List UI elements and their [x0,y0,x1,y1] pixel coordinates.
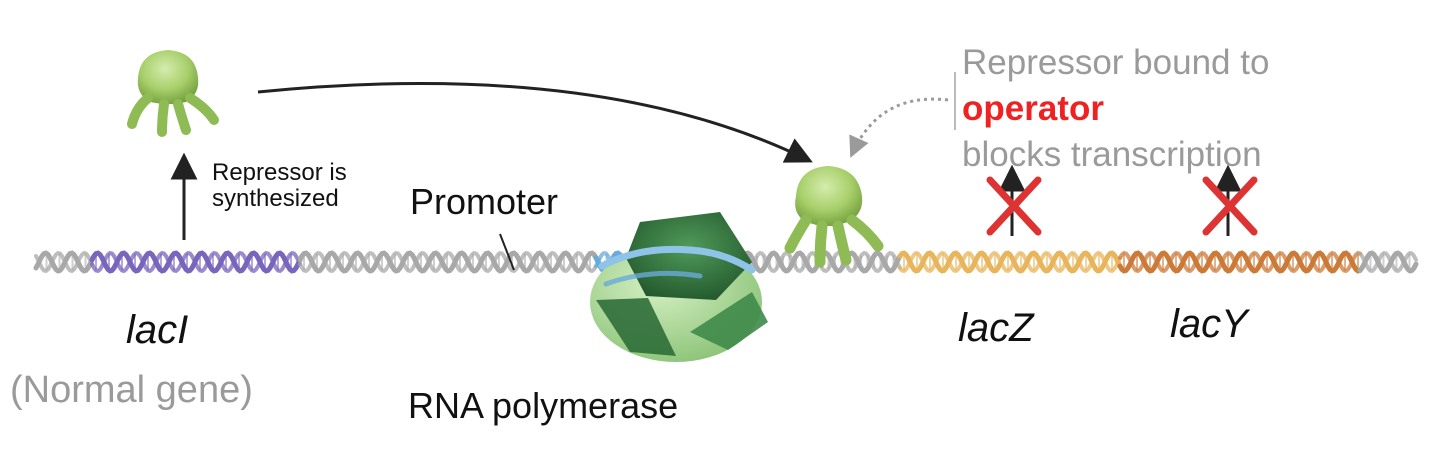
bound-repressor-protein [784,166,884,268]
promoter-pointer-line [499,233,515,271]
dna-segment-left [33,250,95,274]
repressor-travel-arrow [257,82,813,163]
repressor-note-line1: Repressor bound to [962,43,1270,82]
dna-segment-lacy [1117,250,1363,274]
promoter-label: Promoter [410,181,559,222]
operator-label: operator [962,89,1104,129]
rna-polymerase-label: RNA polymerase [408,385,679,426]
rna-polymerase-shape [590,212,768,362]
blocked-lacz-transcription [986,164,1042,236]
dna-segment-right [1357,250,1419,274]
repressor-note: Repressor bound to operator blocks trans… [962,40,1269,179]
lacz-gene-label: lacZ [958,306,1034,350]
repressor-synthesized-line2: synthesized [212,185,339,213]
dna-segment-laci [89,250,303,274]
laci-gene-label: lacI [126,308,189,352]
lacy-gene-label: lacY [1170,302,1248,346]
note-pointer-arrow [849,97,949,158]
dna-strand [33,250,1419,274]
repressor-synthesized-label: Repressor is synthesized [212,159,347,213]
blocked-lacy-transcription [1202,164,1258,236]
repressor-note-line3: blocks transcription [962,135,1262,175]
normal-gene-label: (Normal gene) [10,369,253,411]
dna-segment-spacer [297,250,599,274]
repressor-synthesized-line1: Repressor is [212,159,347,186]
free-repressor-protein [127,50,219,137]
dna-segment-lacz [897,250,1123,274]
